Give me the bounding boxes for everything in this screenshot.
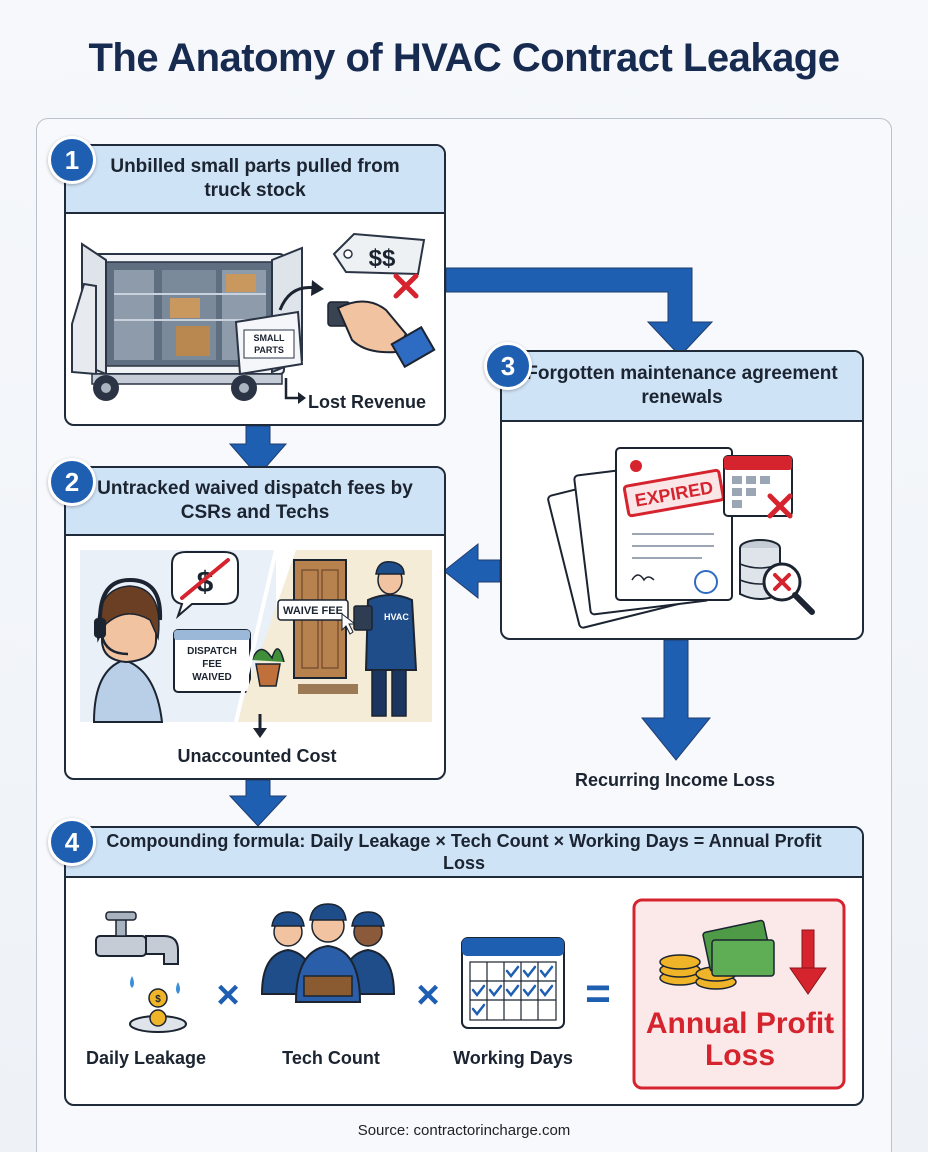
tablet-label: WAIVE FEE xyxy=(283,605,343,617)
screen-line2: FEE xyxy=(202,659,222,670)
step1-card: Unbilled small parts pulled from truck s… xyxy=(64,144,446,426)
step3-outcome: Recurring Income Loss xyxy=(574,770,776,790)
box-label-line1: SMALL xyxy=(254,333,285,343)
arrow-step3-to-step2 xyxy=(443,542,501,600)
box-label-line2: PARTS xyxy=(254,345,284,355)
page-title: The Anatomy of HVAC Contract Leakage xyxy=(88,36,840,80)
csr-headset-icon xyxy=(92,577,164,723)
times-operator-1: × xyxy=(216,973,239,1017)
dispatch-illustration: $ DISPATCH FEE WAIVED WAIVE FEE xyxy=(80,550,432,723)
arrow-step3-to-loss xyxy=(640,639,712,761)
outcome-arrow-icon xyxy=(284,378,300,400)
step2-outcome: Unaccounted Cost xyxy=(177,746,337,766)
small-parts-box-icon: SMALL PARTS xyxy=(234,310,304,376)
step2-badge: 2 xyxy=(48,458,96,506)
working-days-calendar-icon xyxy=(461,937,565,1029)
step3-card: Forgotten maintenance agreement renewals… xyxy=(500,350,864,640)
expired-contract-illustration: EXPIRED xyxy=(547,447,815,629)
truck-illustration: SMALL PARTS $$ xyxy=(71,232,436,404)
arrow-step2-to-step4 xyxy=(228,779,288,827)
step3-heading: Forgotten maintenance agreement renewals xyxy=(502,352,862,422)
dispatch-screen-icon: DISPATCH FEE WAIVED xyxy=(173,629,251,693)
price-tag-icon: $$ xyxy=(332,232,426,276)
step1-outcome: Lost Revenue xyxy=(308,392,427,412)
step4-badge: 4 xyxy=(48,818,96,866)
daily-leakage-label: Daily Leakage xyxy=(85,1048,207,1068)
down-arrow-icon xyxy=(253,714,267,738)
step4-card: Compounding formula: Daily Leakage × Tec… xyxy=(64,826,864,1106)
money-stack-icon xyxy=(659,919,775,990)
times-operator-2: × xyxy=(416,973,439,1017)
uniform-label: HVAC xyxy=(384,612,409,622)
screen-line1: DISPATCH xyxy=(187,646,237,657)
down-trend-arrow-icon xyxy=(789,929,827,995)
calendar-icon xyxy=(723,455,793,519)
tech-team-icon xyxy=(260,903,396,1003)
step4-heading: Compounding formula: Daily Leakage × Tec… xyxy=(66,828,862,878)
price-tag-text: $$ xyxy=(369,245,396,272)
waive-fee-tag-icon: WAIVE FEE xyxy=(277,599,357,635)
formula-illustration: $ × × xyxy=(95,898,846,1090)
leaking-faucet-icon: $ xyxy=(95,911,187,1033)
database-search-icon xyxy=(739,539,815,615)
source-credit: Source: contractorincharge.com xyxy=(357,1122,571,1139)
service-truck-icon xyxy=(71,242,303,401)
tech-count-label: Tech Count xyxy=(282,1048,380,1068)
step1-heading: Unbilled small parts pulled from truck s… xyxy=(66,146,444,214)
arrow-step1-to-step2 xyxy=(228,425,288,477)
arrow-step1-to-step3 xyxy=(445,267,714,357)
annual-profit-loss-label: Annual Profit Loss xyxy=(645,1007,835,1072)
plant-icon xyxy=(251,648,285,687)
no-dollar-bubble-icon: $ xyxy=(171,551,239,620)
step3-badge: 3 xyxy=(484,342,532,390)
svg-text:$: $ xyxy=(155,994,161,1005)
screen-line3: WAIVED xyxy=(192,672,231,683)
step2-card: Untracked waived dispatch fees by CSRs a… xyxy=(64,466,446,780)
red-x-icon xyxy=(393,273,419,299)
step2-heading: Untracked waived dispatch fees by CSRs a… xyxy=(66,468,444,536)
working-days-label: Working Days xyxy=(453,1048,573,1068)
technician-icon: HVAC xyxy=(353,561,418,717)
annual-profit-loss-box xyxy=(632,898,846,1090)
hand-part-icon xyxy=(327,300,436,369)
equals-operator: = xyxy=(585,969,611,1018)
step1-badge: 1 xyxy=(48,136,96,184)
